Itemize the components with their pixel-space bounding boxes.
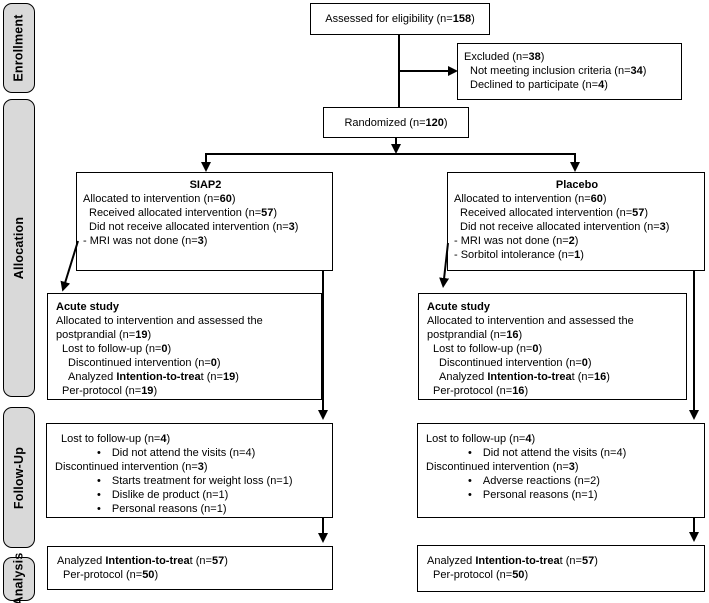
text-line: Allocated to intervention and assessed t…	[427, 315, 634, 341]
text-line: Analyzed Intention-to-treat (n=19)	[68, 371, 239, 383]
text-line: Acute study	[427, 301, 490, 313]
text-line: Allocated to intervention (n=60)	[83, 193, 236, 205]
text-line: Per-protocol (n=50)	[433, 569, 529, 581]
followup-siap2-box: Lost to follow-up (n=4) •Did not attend t…	[46, 423, 333, 518]
text-line: Received allocated intervention (n=57)	[89, 207, 278, 219]
randomized-box: Randomized (n=120)	[323, 107, 469, 138]
box-lines: Analyzed Intention-to-treat (n=57) Per-pr…	[427, 554, 698, 582]
text-line: Analyzed Intention-to-treat (n=16)	[439, 371, 610, 383]
stage-label-allocation: Allocation	[3, 99, 35, 397]
text-line: Received allocated intervention (n=57)	[460, 207, 649, 219]
text-line: •Did not attend the visits (n=4)	[468, 447, 627, 459]
arm-title-siap2: SIAP2	[189, 179, 222, 191]
box-lines: Analyzed Intention-to-treat (n=57) Per-pr…	[57, 554, 326, 582]
box-lines: Lost to follow-up (n=4) •Did not attend t…	[55, 432, 326, 516]
text-line: - Sorbitol intolerance (n=1)	[454, 249, 584, 261]
excluded-box: Excluded (n=38) Not meeting inclusion cri…	[457, 43, 682, 100]
stage-label-text: Analysis	[12, 552, 26, 603]
stage-label-text: Enrollment	[12, 14, 27, 82]
text-line: Analyzed Intention-to-treat (n=57)	[57, 555, 228, 567]
text-line: •Dislike de product (n=1)	[97, 489, 229, 501]
stage-label-analysis: Analysis	[3, 552, 35, 603]
text-line: •Starts treatment for weight loss (n=1)	[97, 475, 293, 487]
box-lines: Allocated to intervention (n=60) Received…	[83, 192, 328, 248]
allocation-placebo-box: Placebo Allocated to intervention (n=60)…	[447, 172, 705, 271]
text-line: Per-protocol (n=19)	[62, 385, 158, 397]
text-line: Did not receive allocated intervention (…	[89, 221, 299, 233]
bullet-dot: •	[468, 475, 472, 487]
text-line: •Did not attend the visits (n=4)	[97, 447, 256, 459]
text-line: •Personal reasons (n=1)	[97, 503, 227, 515]
text-line: Lost to follow-up (n=0)	[433, 343, 543, 355]
analysis-siap2-box: Analyzed Intention-to-treat (n=57) Per-pr…	[47, 546, 333, 590]
text-line: •Adverse reactions (n=2)	[468, 475, 600, 487]
text-line: Not meeting inclusion criteria (n=34)	[470, 65, 647, 77]
text-line: - MRI was not done (n=2)	[454, 235, 579, 247]
stage-label-text: Follow-Up	[12, 446, 27, 509]
text-line: •Personal reasons (n=1)	[468, 489, 598, 501]
box-lines: Allocated to intervention (n=60) Received…	[454, 192, 700, 262]
text-line: Randomized (n=120)	[344, 116, 448, 129]
stage-label-text: Allocation	[12, 216, 27, 280]
bullet-dot: •	[468, 447, 472, 459]
box-lines: Lost to follow-up (n=4) •Did not attend t…	[426, 432, 698, 502]
text-line: Lost to follow-up (n=4)	[426, 433, 536, 445]
text-line: Per-protocol (n=16)	[433, 385, 529, 397]
box-lines: Assessed for eligibility (n=158)	[325, 12, 475, 26]
bullet-dot: •	[97, 475, 101, 487]
bullet-dot: •	[97, 489, 101, 501]
text-line: Did not receive allocated intervention (…	[460, 221, 670, 233]
text-line: - MRI was not done (n=3)	[83, 235, 208, 247]
text-line: Analyzed Intention-to-treat (n=57)	[427, 555, 598, 567]
bullet-dot: •	[468, 489, 472, 501]
stage-label-enrollment: Enrollment	[3, 3, 35, 93]
text-line: Discontinued intervention (n=0)	[439, 357, 592, 369]
text-line: Allocated to intervention (n=60)	[454, 193, 607, 205]
bullet-dot: •	[97, 447, 101, 459]
text-line: Discontinued intervention (n=3)	[426, 461, 579, 473]
box-lines: Excluded (n=38) Not meeting inclusion cri…	[464, 50, 675, 92]
text-line: Lost to follow-up (n=0)	[62, 343, 172, 355]
text-line: Excluded (n=38)	[464, 51, 545, 63]
text-line: Lost to follow-up (n=4)	[61, 433, 171, 445]
arm-title-placebo: Placebo	[555, 179, 599, 191]
text-line: Assessed for eligibility (n=158)	[325, 13, 475, 25]
text-line: Discontinued intervention (n=3)	[55, 461, 208, 473]
text-line: Allocated to intervention and assessed t…	[56, 315, 263, 341]
text-line: Discontinued intervention (n=0)	[68, 357, 221, 369]
bullet-dot: •	[97, 503, 101, 515]
box-lines: Randomized (n=120)	[344, 116, 447, 130]
text-line: Acute study	[56, 301, 119, 313]
assessed-eligibility-box: Assessed for eligibility (n=158)	[310, 3, 490, 35]
stage-label-followup: Follow-Up	[3, 407, 35, 548]
text-line: Per-protocol (n=50)	[63, 569, 159, 581]
text-line: Declined to participate (n=4)	[470, 79, 608, 91]
analysis-placebo-box: Analyzed Intention-to-treat (n=57) Per-pr…	[417, 545, 705, 592]
followup-placebo-box: Lost to follow-up (n=4) •Did not attend t…	[417, 423, 705, 518]
allocation-siap2-box: SIAP2 Allocated to intervention (n=60) Re…	[76, 172, 333, 271]
